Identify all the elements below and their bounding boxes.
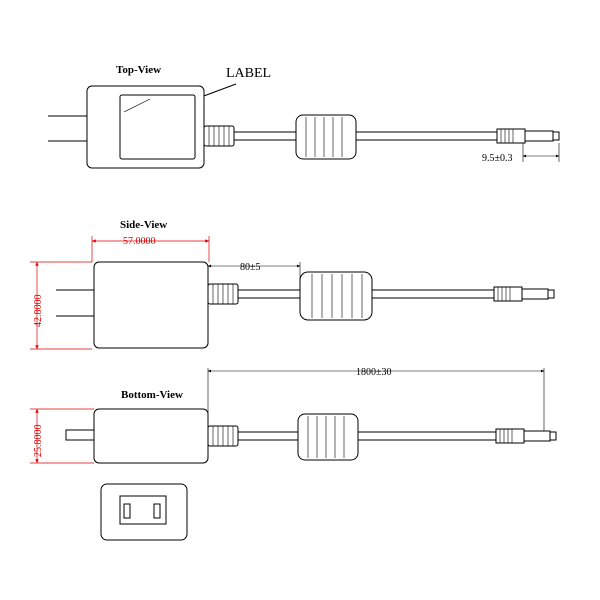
- bottom-view-title: Bottom-View: [121, 389, 183, 401]
- front-prong-slot-left: [123, 503, 131, 519]
- label-callout-text: LABEL: [226, 66, 271, 81]
- side-adapter-body: [93, 261, 209, 349]
- bottom-adapter-body: [93, 408, 209, 464]
- top-strain-relief: [203, 125, 235, 147]
- top-ferrite-core: [295, 114, 357, 160]
- tip-dimension-text: 9.5±0.3: [482, 153, 513, 164]
- top-dc-plug: [496, 128, 560, 144]
- top-adapter-body: [86, 85, 205, 169]
- bottom-view: Bottom-View 1800±30 25.8000: [30, 367, 557, 464]
- cable-to-core-dimension-text: 80±5: [240, 262, 261, 273]
- side-strain-relief: [207, 283, 239, 305]
- side-view: Side-View 57.0000 42.8000 80±5: [30, 219, 555, 350]
- front-plug-face: [119, 495, 167, 525]
- bottom-prong: [65, 429, 94, 441]
- cable-length-dimension-text: 1800±30: [356, 367, 392, 378]
- label-area: [119, 94, 196, 160]
- side-ferrite-core: [299, 271, 373, 321]
- width-dimension-text: 57.0000: [123, 236, 156, 247]
- bottom-dc-plug: [495, 428, 557, 444]
- depth-dimension-text: 25.8000: [33, 425, 44, 458]
- side-dc-plug: [493, 286, 555, 302]
- height-dimension-text: 42.8000: [33, 295, 44, 328]
- front-adapter-body: [100, 483, 188, 541]
- front-prong-slot-right: [153, 503, 161, 519]
- top-view-title: Top-View: [116, 64, 161, 76]
- bottom-strain-relief: [207, 425, 239, 447]
- bottom-ferrite-core: [297, 413, 359, 461]
- top-view: Top-View LABEL: [48, 64, 560, 169]
- front-view: [100, 483, 188, 541]
- side-view-title: Side-View: [120, 219, 167, 231]
- label-area-shade-line: [123, 98, 151, 113]
